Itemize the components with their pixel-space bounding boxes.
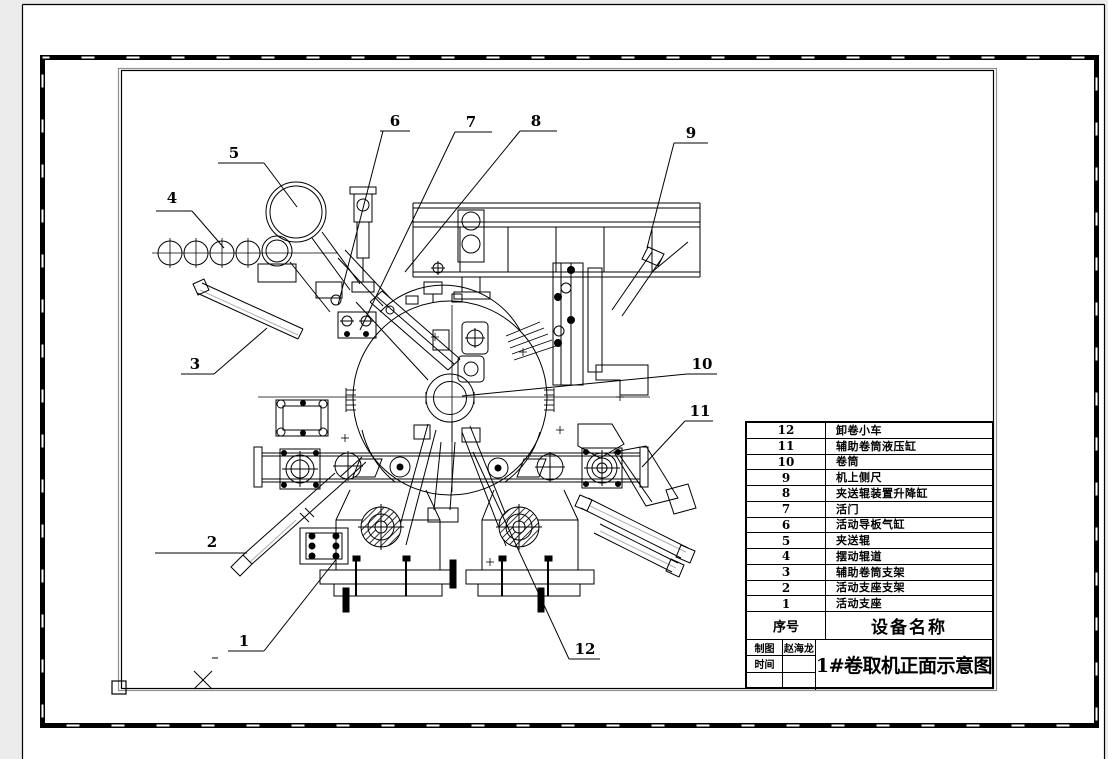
part-number: 1 (747, 596, 826, 611)
table-row: 8 夹送辊装置升降缸 (747, 486, 992, 502)
date-label: 时间 (747, 656, 783, 672)
callout-leader-line (646, 142, 675, 249)
table-row: 5 夹送辊 (747, 533, 992, 549)
callout-number: 9 (686, 124, 696, 142)
part-number: 2 (747, 580, 826, 596)
drafter-name: 赵海龙 (783, 643, 814, 655)
callout-number: 12 (575, 640, 596, 658)
sheet-frame (40, 55, 1099, 728)
callout-leader-line (472, 451, 570, 660)
title-block-left: 制图 赵海龙 时间 (747, 639, 816, 690)
callout-number: 2 (207, 533, 217, 551)
callout-8: 8 (404, 112, 557, 273)
parts-table-rows: 12 卸卷小车 11 辅助卷筒液压缸 10 卷筒 9 机上侧尺 8 夹送辊装置升降缸 7 活门 6 活动导… (747, 423, 992, 612)
callout-2: 2 (155, 533, 247, 554)
parts-table: 12 卸卷小车 11 辅助卷筒液压缸 10 卷筒 9 机上侧尺 8 夹送辊装置升降缸 7 活门 6 活动导… (745, 421, 994, 690)
callout-leader-line (191, 210, 225, 249)
part-number: 8 (747, 486, 826, 501)
callout-leader-line (263, 162, 298, 208)
table-row: 4 摆动辊道 (747, 549, 992, 565)
callout-number: 3 (190, 355, 200, 373)
table-row: 7 活门 (747, 501, 992, 518)
date-row: 时间 (747, 656, 815, 673)
part-name: 卸卷小车 (836, 423, 882, 437)
table-row: 11 辅助卷筒液压缸 (747, 438, 992, 455)
table-row: 3 辅助卷筒支架 (747, 564, 992, 581)
part-name: 活动导板气缸 (836, 518, 905, 532)
callout-3: 3 (181, 327, 268, 375)
callout-leader-line (337, 130, 384, 306)
part-number: 4 (747, 549, 826, 564)
part-number: 5 (747, 533, 826, 548)
empty-row (747, 672, 815, 690)
part-name: 活动支座 (836, 597, 882, 611)
part-name: 摆动辊道 (836, 549, 882, 563)
callout-10: 10 (461, 355, 717, 397)
callout-leader-line (359, 131, 456, 331)
callout-number: 1 (239, 632, 249, 650)
drafter-label: 制图 (747, 639, 783, 656)
callout-11: 11 (641, 402, 713, 468)
drawing-title: 1#卷取机正面示意图 (815, 655, 993, 677)
table-row: 6 活动导板气缸 (747, 517, 992, 534)
parts-table-header-row: 序号 设备名称 (747, 612, 992, 640)
callout-number: 11 (690, 402, 711, 420)
callout-leader-line (641, 420, 686, 468)
part-name: 辅助卷筒支架 (836, 565, 905, 579)
part-name: 活动支座支架 (836, 581, 905, 595)
callout-number: 4 (167, 189, 177, 207)
part-name: 机上侧尺 (836, 471, 882, 485)
callout-number: 10 (692, 355, 713, 373)
callout-12: 12 (472, 451, 600, 660)
drafter-row: 制图 赵海龙 (747, 639, 815, 657)
part-number: 10 (747, 454, 826, 470)
callout-5: 5 (218, 144, 298, 208)
callout-4: 4 (156, 189, 225, 249)
table-row: 2 活动支座支架 (747, 580, 992, 597)
table-row: 12 卸卷小车 (747, 423, 992, 439)
part-number: 6 (747, 517, 826, 533)
equipment-name-header-cell: 设备名称 (871, 617, 947, 638)
plot-marks (193, 657, 218, 690)
part-number: 7 (747, 501, 826, 517)
date-value (783, 656, 815, 672)
drawing-border (111, 67, 998, 695)
callout-leader-line (213, 327, 268, 375)
callout-number: 8 (531, 112, 541, 130)
callout-7: 7 (359, 113, 492, 331)
machine-drawing (152, 181, 701, 613)
callout-number: 6 (390, 112, 400, 130)
part-number: 9 (747, 470, 826, 485)
table-row: 9 机上侧尺 (747, 470, 992, 486)
callout-leader-line (263, 556, 339, 652)
part-name: 卷筒 (836, 455, 859, 469)
callout-1: 1 (228, 556, 339, 652)
outer-border (21, 3, 1106, 759)
part-number: 11 (747, 438, 826, 454)
title-block: 制图 赵海龙 时间 1#卷取机正面示意图 (747, 639, 993, 690)
part-name: 活门 (836, 502, 859, 516)
callout-number: 5 (229, 144, 239, 162)
table-row: 10 卷筒 (747, 454, 992, 471)
callout-9: 9 (646, 124, 708, 249)
callout-number: 7 (466, 113, 476, 131)
callout-6: 6 (337, 112, 410, 306)
seq-header-cell: 序号 (747, 612, 826, 639)
part-name: 夹送辊 (836, 534, 871, 548)
part-name: 夹送辊装置升降缸 (836, 486, 928, 500)
callout-leader-line (461, 373, 688, 397)
part-number: 3 (747, 564, 826, 580)
callout-leader-line (404, 130, 521, 273)
part-name: 辅助卷筒液压缸 (836, 439, 917, 453)
table-row: 1 活动支座 (747, 596, 992, 612)
part-number: 12 (747, 423, 826, 438)
